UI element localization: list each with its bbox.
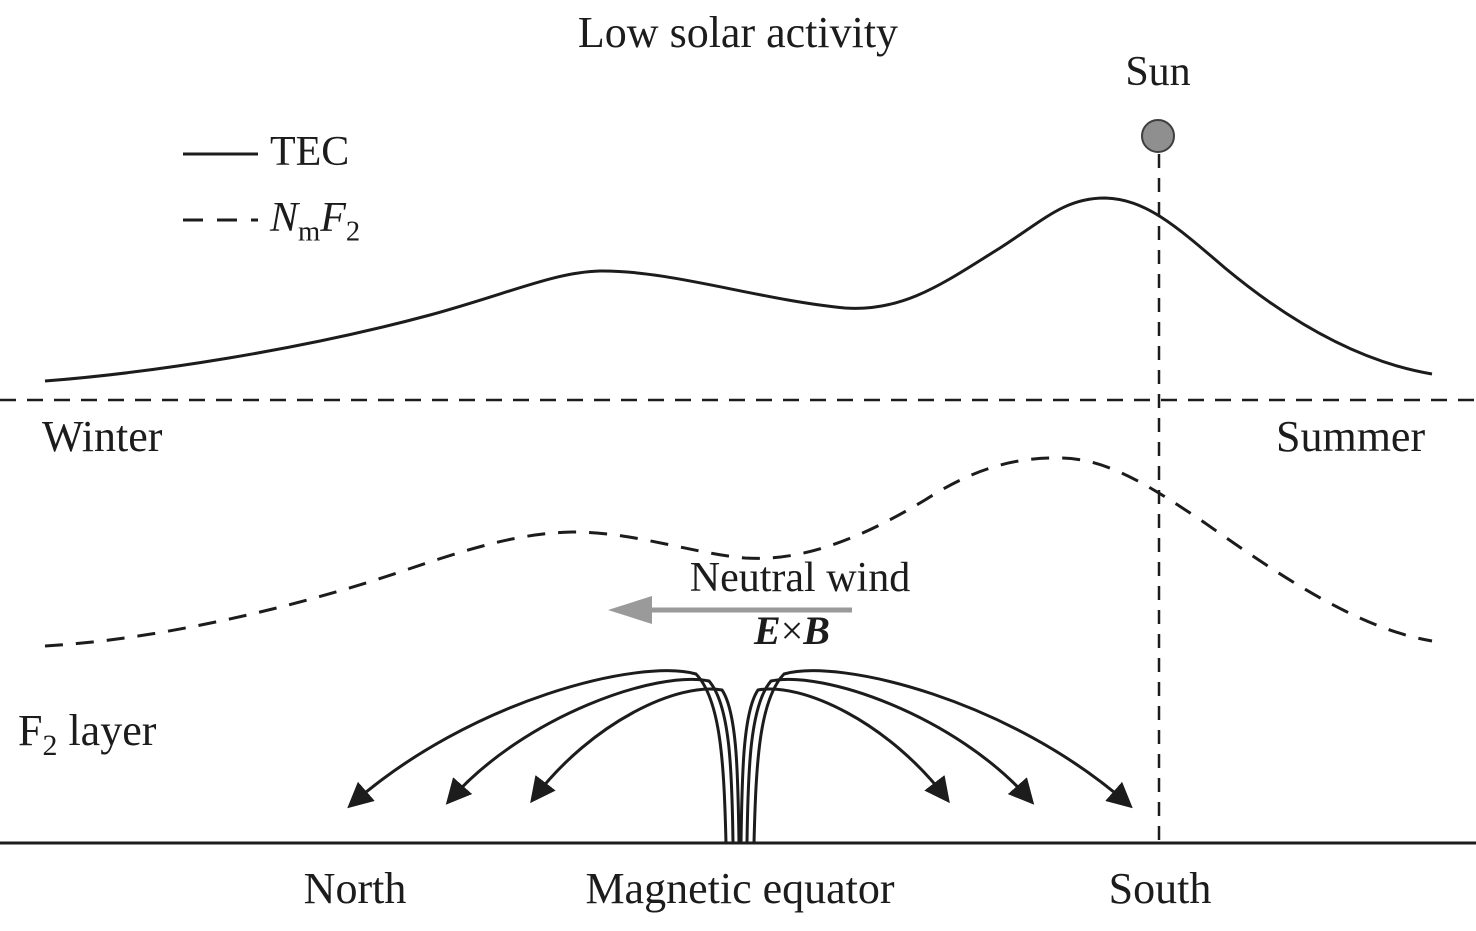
field-line-right-outer [752, 669, 1133, 844]
neutral-wind-arrow [608, 596, 852, 624]
neutral-wind-label: Neutral wind [689, 555, 911, 601]
f2-layer-sub: 2 [42, 728, 58, 762]
f2-layer-label: F2 layer [18, 706, 157, 762]
field-line-left-inner [530, 687, 741, 844]
exb-b: B [803, 608, 830, 653]
legend-nmf2-f: F [320, 195, 346, 241]
ground-label-north: North [303, 864, 407, 913]
field-line-right-inner [739, 687, 950, 844]
tec-curve [44, 196, 1433, 383]
ground-label-south: South [1108, 864, 1212, 913]
ground-label-magnetic-equator: Magnetic equator [585, 864, 895, 913]
field-line-right-middle [745, 677, 1035, 844]
f2-layer-f: F [18, 706, 43, 755]
legend-nmf2-n: N [270, 195, 299, 241]
legend-nmf2-m: m [298, 216, 321, 248]
legend-nmf2-2: 2 [345, 216, 361, 248]
season-label-summer: Summer [1276, 412, 1426, 461]
sun-label: Sun [1125, 49, 1191, 95]
magnetic-field-lines [347, 669, 1133, 844]
legend-label-tec: TEC [270, 129, 350, 175]
nmf2-curve [44, 456, 1433, 648]
neutral-wind-arrow-head [608, 596, 652, 624]
field-line-left-outer [347, 669, 728, 844]
exb-label: E×B [717, 610, 867, 652]
exb-times: × [780, 608, 804, 653]
field-line-left-middle [445, 677, 735, 844]
sun-icon [1141, 119, 1175, 153]
f2-layer-rest: layer [57, 706, 157, 755]
exb-e: E [754, 608, 781, 653]
legend-label-nmf2: NmF2 [270, 196, 360, 247]
diagram-title: Low solar activity [577, 8, 899, 57]
season-label-winter: Winter [42, 412, 163, 461]
